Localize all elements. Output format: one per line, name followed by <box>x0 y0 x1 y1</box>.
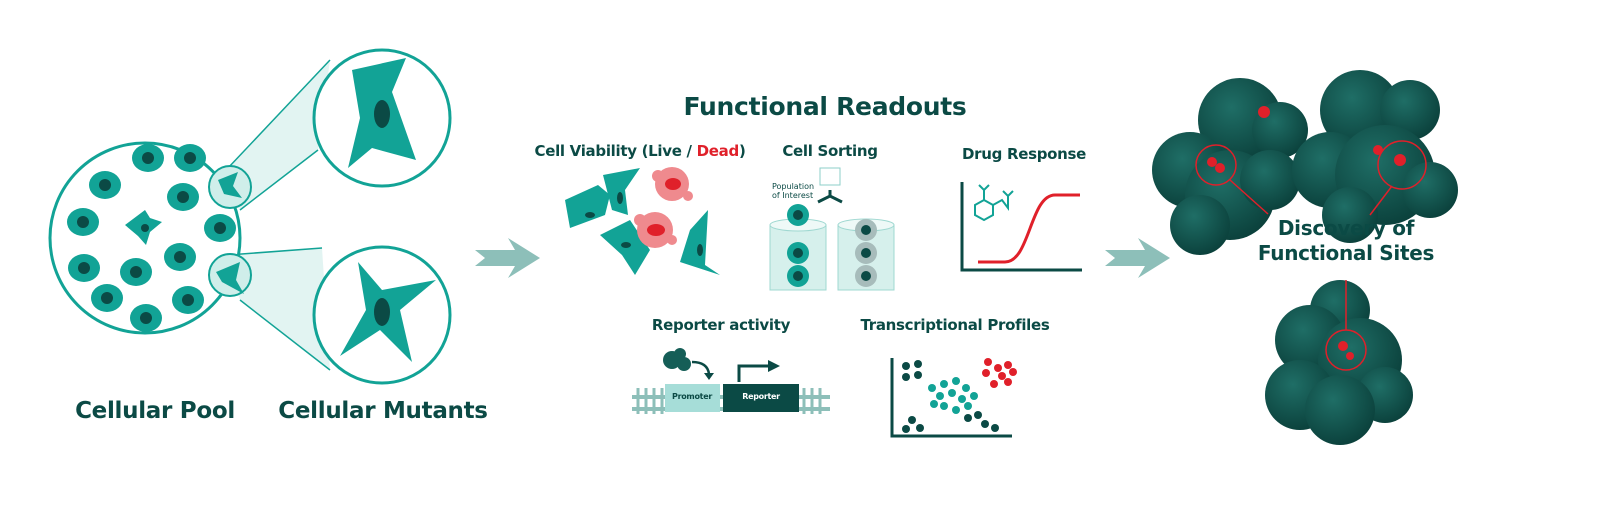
reporter-activity-label: Reporter activity <box>651 316 791 334</box>
cellular-pool-label: Cellular Pool <box>75 398 235 424</box>
cell-viability-illustration <box>565 167 720 275</box>
drug-response-chart <box>960 182 1082 272</box>
note-line-2: of Interest <box>772 191 814 200</box>
protein-structure-3 <box>1265 280 1413 445</box>
reporter-box-label: Reporter <box>742 392 780 401</box>
transcriptional-profiles-scatter <box>890 358 1017 438</box>
cellular-pool-circle <box>48 141 252 335</box>
functional-site-markers <box>1195 106 1427 371</box>
zoom-cones <box>227 59 331 371</box>
discovery-line-2: Functional Sites <box>1257 241 1435 265</box>
flow-arrow-1 <box>475 238 540 278</box>
reporter-activity-illustration <box>632 348 830 414</box>
cell-sorting-label: Cell Sorting <box>782 142 878 160</box>
discovery-line-1: Discovery of <box>1277 216 1415 240</box>
mutant-cell-zoom-1 <box>312 48 452 188</box>
flow-arrow-2 <box>1105 238 1170 278</box>
cell-sorting-illustration <box>769 167 895 291</box>
viability-prefix: Cell Viability (Live / <box>534 142 697 160</box>
functional-readouts-title: Functional Readouts <box>683 92 967 121</box>
protein-structure-1 <box>1152 78 1308 255</box>
viability-dead: Dead <box>696 142 740 160</box>
protein-structure-2 <box>1292 70 1458 243</box>
promoter-box-label: Promoter <box>672 392 712 401</box>
cell-viability-label: Cell Viability (Live / Dead) <box>534 142 745 160</box>
dna-rungs <box>636 388 822 414</box>
cellular-mutants-label: Cellular Mutants <box>278 398 488 424</box>
viability-suffix: ) <box>738 142 746 160</box>
mutant-cell-zoom-2 <box>312 245 452 385</box>
note-line-1: Population <box>772 182 815 191</box>
transcriptional-profiles-label: Transcriptional Profiles <box>860 316 1050 334</box>
drug-response-label: Drug Response <box>961 145 1087 163</box>
